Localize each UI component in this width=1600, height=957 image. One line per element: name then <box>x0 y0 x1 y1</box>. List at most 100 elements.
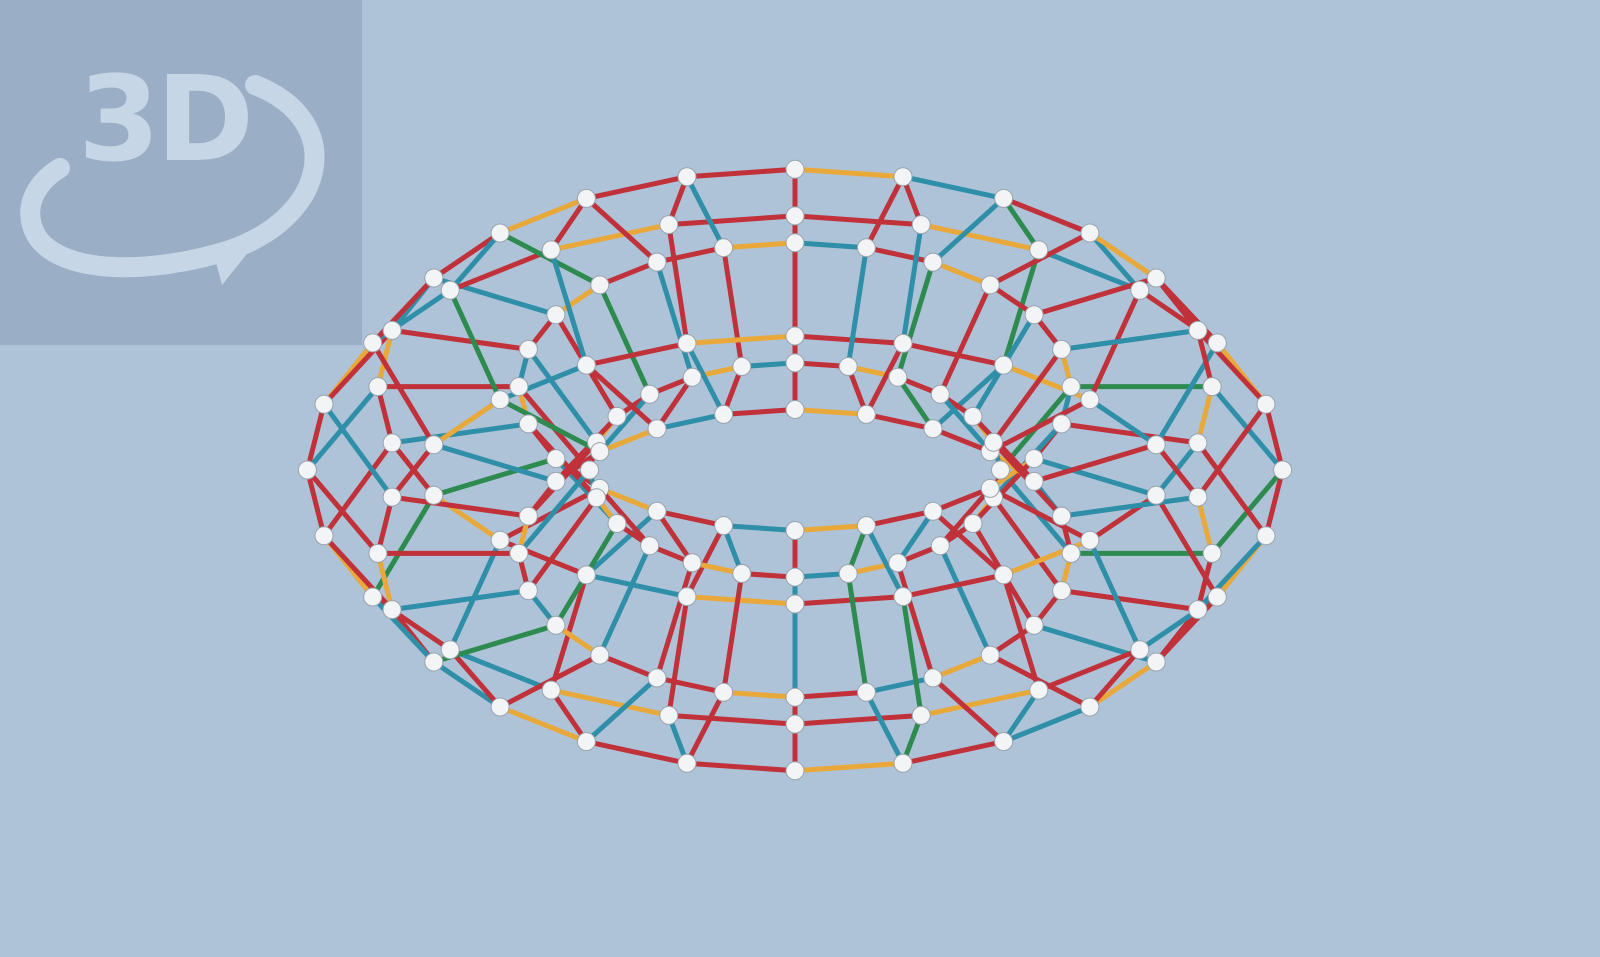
lattice-edge <box>1195 327 1215 390</box>
lattice-node <box>314 394 334 414</box>
lattice-node <box>490 223 510 243</box>
lattice-node <box>546 449 566 469</box>
lattice-node <box>1080 530 1100 550</box>
lattice-edge <box>792 523 869 533</box>
lattice-edge <box>1087 230 1143 293</box>
lattice-node <box>1024 471 1044 491</box>
lattice-edge <box>930 195 1007 265</box>
lattice-edge <box>321 401 395 500</box>
lattice-edge <box>863 174 906 251</box>
lattice-node <box>1029 680 1049 700</box>
lattice-node <box>424 435 444 455</box>
lattice-edge <box>792 689 869 700</box>
lattice-edge <box>597 485 660 514</box>
lattice-edge <box>721 523 798 533</box>
lattice-node <box>1273 460 1293 480</box>
lattice-node <box>490 390 510 410</box>
lattice-edge <box>1195 494 1215 556</box>
view-3d-button[interactable]: 3D <box>0 0 362 345</box>
lattice-edge <box>431 230 503 281</box>
lattice-node <box>382 600 402 620</box>
lattice-edge <box>497 195 589 236</box>
lattice-edge <box>937 282 993 397</box>
lattice-node <box>518 414 538 434</box>
lattice-node <box>518 506 538 526</box>
lattice-node <box>785 687 805 707</box>
lattice-node <box>994 732 1014 752</box>
lattice-edge <box>895 374 936 432</box>
lattice-node <box>930 384 950 404</box>
lattice-edge <box>597 391 653 455</box>
lattice-node <box>677 333 697 353</box>
lattice-node <box>838 357 858 376</box>
edges-layer <box>304 166 1286 774</box>
lattice-node <box>1130 280 1150 300</box>
lattice-edge <box>597 259 660 288</box>
lattice-edge <box>321 440 395 539</box>
lattice-node <box>1052 414 1072 434</box>
lattice-edge <box>684 340 727 417</box>
lattice-node <box>714 682 734 702</box>
lattice-node <box>368 377 388 397</box>
lattice-edge <box>304 401 327 473</box>
lattice-edge <box>1087 230 1159 281</box>
lattice-node <box>363 587 383 607</box>
lattice-node <box>888 367 908 387</box>
lattice-node <box>607 514 627 533</box>
lattice-edge <box>792 712 924 727</box>
rotate-3d-icon <box>20 75 325 285</box>
lattice-edge <box>666 594 690 718</box>
lattice-node <box>923 419 943 439</box>
lattice-edge <box>370 340 437 448</box>
lattice-node <box>1024 305 1044 325</box>
lattice-edge <box>684 174 727 251</box>
lattice-edge <box>991 346 1065 445</box>
lattice-edge <box>548 687 589 745</box>
lattice-edge <box>863 523 906 600</box>
lattice-node <box>1146 652 1166 672</box>
lattice-node <box>659 215 679 235</box>
lattice-edge <box>666 712 798 727</box>
lattice-edge <box>863 675 936 695</box>
lattice-edge <box>583 340 690 368</box>
view-3d-label: 3D <box>78 50 254 188</box>
lattice-edge <box>597 426 660 455</box>
lattice-node <box>930 536 950 556</box>
lattice-node <box>576 732 596 752</box>
lattice-node <box>546 305 566 325</box>
lattice-node <box>1052 339 1072 359</box>
lattice-edge <box>447 230 503 293</box>
lattice-edge <box>930 508 1007 578</box>
lattice-edge <box>721 689 798 700</box>
lattice-node <box>994 355 1014 375</box>
lattice-edge <box>1036 647 1143 693</box>
lattice-edge <box>1195 401 1269 500</box>
lattice-edge <box>525 495 599 594</box>
lattice-edge <box>597 543 653 658</box>
lattice-edge <box>792 407 869 417</box>
lattice-node <box>893 167 913 187</box>
lattice-edge <box>863 689 906 766</box>
lattice-edge <box>1036 247 1143 293</box>
lattice-edge <box>666 222 690 346</box>
lattice-edge <box>930 485 993 514</box>
lattice-node <box>382 320 402 340</box>
lattice-node <box>590 645 610 665</box>
lattice-edge <box>654 374 695 432</box>
lattice-node <box>963 406 983 426</box>
lattice-node <box>1202 543 1222 563</box>
lattice-edge <box>389 327 531 352</box>
lattice-edge <box>583 362 660 432</box>
lattice-edge <box>597 485 653 549</box>
lattice-edge <box>792 594 906 607</box>
lattice-edge <box>654 259 695 380</box>
lattice-edge <box>304 467 327 539</box>
lattice-edge <box>447 647 503 710</box>
lattice-edge <box>304 467 381 556</box>
lattice-node <box>1080 390 1100 410</box>
lattice-node <box>785 594 805 614</box>
lattice-edge <box>431 397 503 448</box>
lattice-edge <box>895 560 936 681</box>
